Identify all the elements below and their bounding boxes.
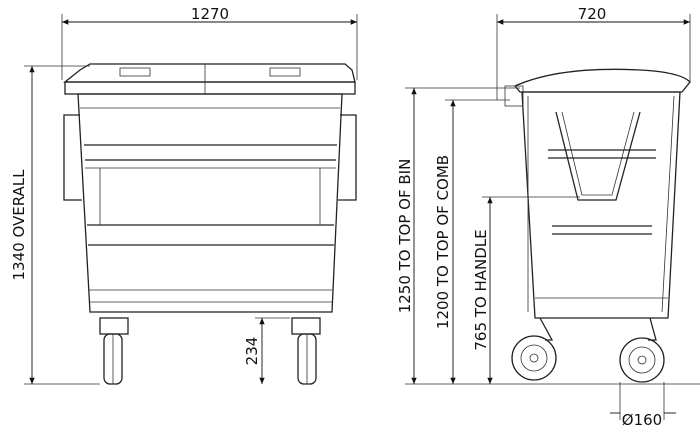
width-label: 1270 [191, 5, 229, 23]
wheel-diameter-label: Ø160 [622, 411, 662, 429]
top-of-bin-label: 1250 TO TOP OF BIN [396, 159, 414, 314]
front-view [63, 63, 357, 385]
overall-height-label: 1340 OVERALL [10, 169, 28, 281]
front-left-wheel [99, 317, 129, 385]
front-right-wheel [291, 317, 321, 385]
ground-clearance-label: 234 [243, 337, 261, 366]
dimension-lines [24, 14, 700, 420]
side-left-wheel [511, 317, 557, 381]
side-right-wheel [619, 317, 665, 383]
handle-height-label: 765 TO HANDLE [472, 229, 490, 350]
side-view [504, 68, 691, 383]
depth-label: 720 [578, 5, 607, 23]
top-of-comb-label: 1200 TO TOP OF COMB [434, 155, 452, 329]
